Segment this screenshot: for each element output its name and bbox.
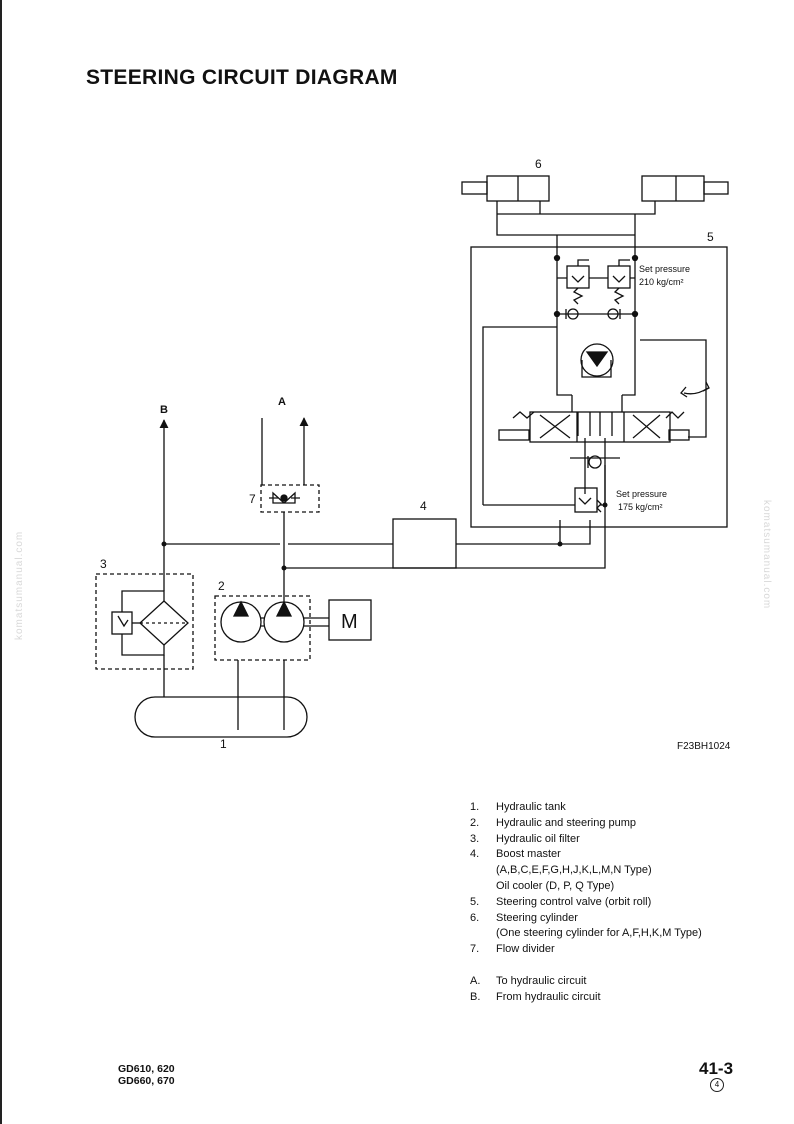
label-component-5: 5 [707,230,714,244]
set-pressure-top-value: 210 kg/cm² [639,277,684,287]
legend-letter-item: A.To hydraulic circuit [470,974,587,987]
relief-valve-bottom [574,455,602,513]
legend-item: (One steering cylinder for A,F,H,K,M Typ… [496,927,702,940]
legend-item: 2.Hydraulic and steering pump [470,816,637,829]
legend: 1.Hydraulic tank 2.Hydraulic and steerin… [470,800,702,1006]
steering-cylinder-right [641,175,729,202]
legend-item: 4.Boost master [470,848,561,861]
label-line-b: B [160,404,168,416]
page-title: STEERING CIRCUIT DIAGRAM [86,66,398,89]
model-line: GD660, 670 [118,1075,175,1087]
legend-item: 6.Steering cylinder [470,911,578,924]
pump-housing [214,595,311,661]
steering-cylinder-left [461,175,550,202]
cylinder-hoses [496,201,656,258]
page-edge-line [0,0,2,1124]
legend-item: (A,B,C,E,F,G,H,J,K,L,M,N Type) [496,864,652,877]
label-component-3: 3 [100,557,107,571]
motor-label: M [341,611,358,633]
flow-divider [260,484,320,513]
set-pressure-bottom-value: 175 kg/cm² [618,502,663,512]
legend-item: 1.Hydraulic tank [470,801,566,813]
label-component-7: 7 [249,492,256,506]
relief-valves-top [553,254,639,320]
label-component-2: 2 [218,579,225,593]
figure-code: F23BH1024 [677,741,731,752]
steering-control-valve-frame [470,246,728,528]
watermark-left: komatsumanual.com [14,530,25,640]
watermark-right: komatsumanual.com [761,500,772,610]
legend-item: 3.Hydraulic oil filter [470,832,580,845]
label-line-a: A [278,396,286,408]
directional-valve-spool [529,411,671,443]
boost-master [392,518,457,569]
label-component-6: 6 [535,157,542,171]
page-number: 41-3 [699,1059,734,1078]
legend-item: 7.Flow divider [470,943,555,956]
legend-letter-item: B.From hydraulic circuit [470,990,601,1003]
pump-pressure-line [283,465,606,602]
motor-box [328,599,372,641]
model-numbers: GD610, 620 GD660, 670 [118,1063,175,1087]
set-pressure-bottom-label: Set pressure [616,489,667,499]
revision-mark: 4 [710,1078,724,1092]
metering-motor [580,343,614,377]
set-pressure-top-label: Set pressure [639,264,690,274]
legend-item: Oil cooler (D, P, Q Type) [496,879,615,892]
label-component-1: 1 [220,737,227,751]
line-a [261,418,304,485]
label-component-4: 4 [420,499,427,513]
hydraulic-tank [134,696,308,738]
legend-item: 5.Steering control valve (orbit roll) [470,895,652,908]
model-line: GD610, 620 [118,1063,175,1075]
oil-filter-housing [95,573,194,670]
motor-shaft [261,617,329,627]
pump-suction-lines [237,660,285,730]
boost-master-to-valve [456,520,591,545]
